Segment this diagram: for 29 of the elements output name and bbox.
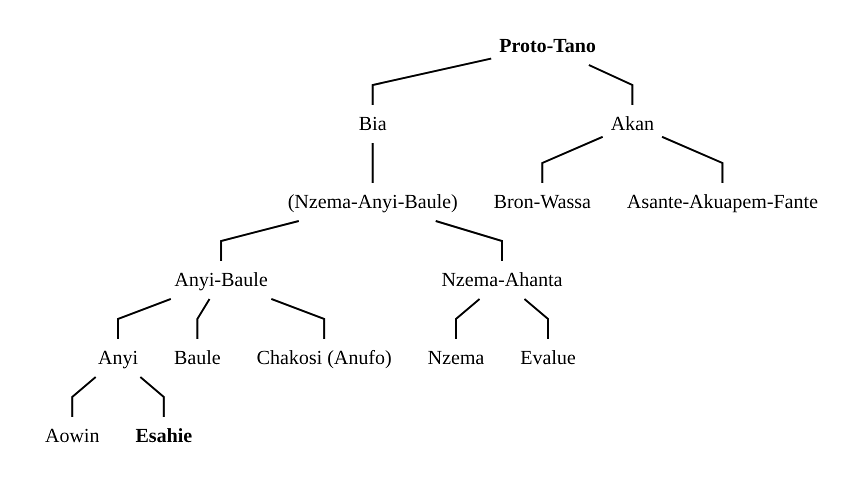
node-text: Chakosi (Anufo) [256,346,392,369]
node-text: Nzema [427,346,484,369]
connector [116,298,171,339]
connector [454,298,480,339]
node-text: Nzema-Ahanta [441,268,562,291]
connector [70,376,96,417]
node-text: Evalue [520,346,576,369]
connector [434,220,503,261]
node-text: Asante-Akuapem-Fante [626,190,818,213]
node-text: Anyi-Baule [174,268,268,291]
node-text: Baule [174,346,220,369]
connector [270,298,325,339]
node-text: (Nzema-Anyi-Baule) [287,190,458,213]
connector [220,220,299,261]
connector [540,136,603,183]
node-text: Anyi [98,346,138,369]
node-text: Esahie [134,424,192,447]
node-text: Bron-Wassa [493,190,590,213]
connector [371,143,374,183]
connector [588,64,633,105]
connector [196,298,210,339]
node-text: Bia [358,112,386,135]
connector [661,136,723,183]
connector [371,58,491,105]
connector [523,298,549,339]
node-text: Proto-Tano [498,35,596,57]
node-text: Akan [610,112,654,135]
connector [139,376,164,417]
node-text: Aowin [44,424,99,447]
